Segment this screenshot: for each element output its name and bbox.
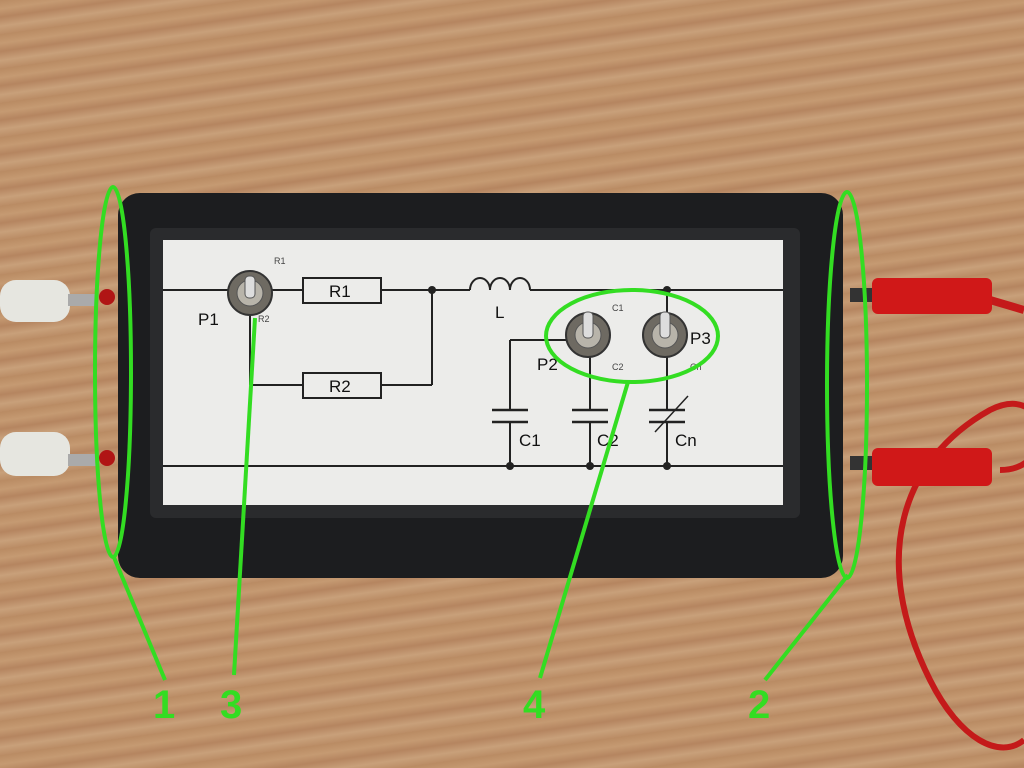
capacitor-symbols <box>492 395 689 433</box>
label-r1: R1 <box>329 282 351 301</box>
resistor-r2-symbol <box>302 372 382 399</box>
callout-1: 1 <box>153 683 175 727</box>
annotation-shapes <box>93 185 869 682</box>
socket-left-top <box>99 289 115 305</box>
label-r2: R2 <box>329 377 351 396</box>
red-wire-top <box>988 296 1024 314</box>
toggle-switch-p1[interactable] <box>227 270 273 316</box>
red-banana-plug-top <box>850 278 992 314</box>
label-p3: P3 <box>690 329 711 348</box>
callout-2: 2 <box>748 683 770 727</box>
label-p2: P2 <box>537 355 558 374</box>
annotation-ellipse-4 <box>544 288 720 384</box>
white-banana-plug-top <box>0 280 98 322</box>
white-banana-plug-bottom <box>0 432 98 476</box>
socket-left-bottom <box>99 450 115 466</box>
label-c1: C1 <box>519 431 541 450</box>
label-p2-c1: C1 <box>612 303 624 313</box>
label-cn: Cn <box>675 431 697 450</box>
callout-4: 4 <box>523 683 546 727</box>
label-p1: P1 <box>198 310 219 329</box>
toggle-switch-p2[interactable] <box>565 311 611 358</box>
red-banana-plug-bottom <box>850 448 992 486</box>
red-wire <box>895 400 1024 751</box>
label-p2-c2: C2 <box>612 362 624 372</box>
label-l: L <box>495 303 504 322</box>
callout-3: 3 <box>220 683 242 727</box>
label-p1-r1: R1 <box>274 256 286 266</box>
resistor-r1-symbol <box>302 277 382 304</box>
label-p1-r2: R2 <box>258 314 270 324</box>
toggle-switch-p3[interactable] <box>642 311 688 358</box>
